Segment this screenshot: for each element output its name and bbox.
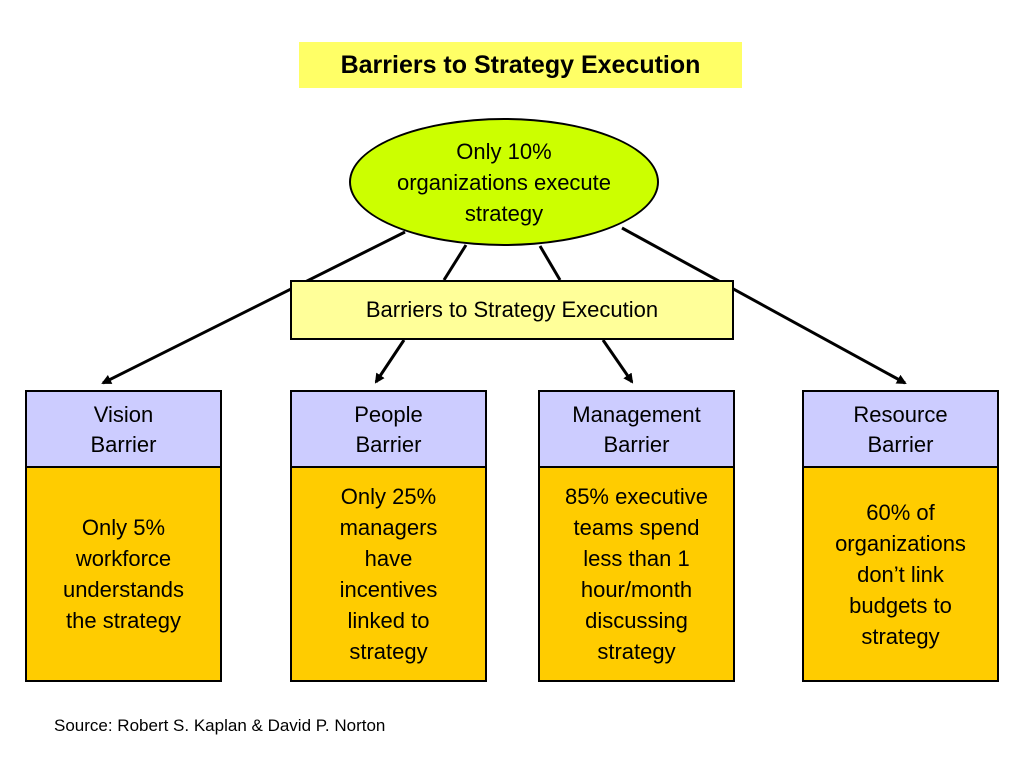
barriers-subtitle-box: Barriers to Strategy Execution: [290, 280, 734, 340]
arrow-to-resource-barrier: [621, 226, 907, 385]
vision-barrier-detail: Only 5% workforce understands the strate…: [25, 466, 222, 682]
arrow-to-vision-barrier: [101, 230, 406, 385]
connector-oval-to-subtitle-left: [442, 244, 468, 281]
management-barrier-detail: 85% executive teams spend less than 1 ho…: [538, 466, 735, 682]
management-barrier-card: Management Barrier 85% executive teams s…: [538, 390, 735, 682]
diagram-title: Barriers to Strategy Execution: [299, 42, 742, 88]
resource-barrier-detail: 60% of organizations don’t link budgets …: [802, 466, 999, 682]
management-barrier-heading: Management Barrier: [538, 390, 735, 468]
people-barrier-card: People Barrier Only 25% managers have in…: [290, 390, 487, 682]
resource-barrier-heading: Resource Barrier: [802, 390, 999, 468]
source-citation: Source: Robert S. Kaplan & David P. Nort…: [54, 716, 386, 735]
arrow-to-management-barrier: [601, 339, 634, 384]
success-rate-oval: Only 10% organizations execute strategy: [349, 118, 659, 246]
vision-barrier-card: Vision Barrier Only 5% workforce underst…: [25, 390, 222, 682]
people-barrier-heading: People Barrier: [290, 390, 487, 468]
arrow-to-people-barrier: [374, 339, 406, 384]
people-barrier-detail: Only 25% managers have incentives linked…: [290, 466, 487, 682]
resource-barrier-card: Resource Barrier 60% of organizations do…: [802, 390, 999, 682]
connector-oval-to-subtitle-right: [538, 245, 562, 281]
vision-barrier-heading: Vision Barrier: [25, 390, 222, 468]
